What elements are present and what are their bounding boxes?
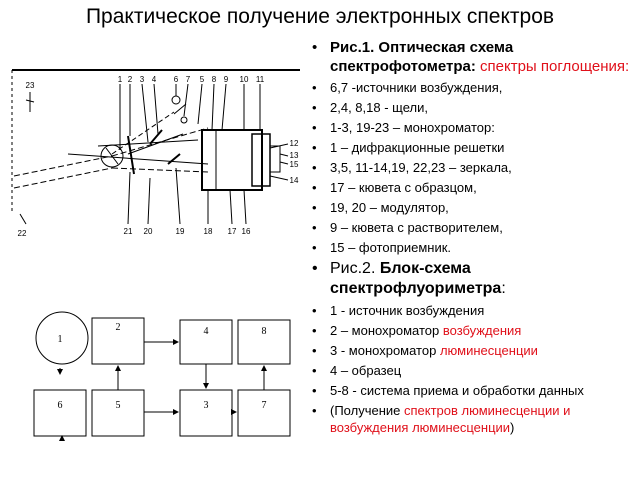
label-18: 18	[204, 227, 213, 236]
label-2: 2	[128, 75, 133, 84]
label-12: 12	[290, 139, 299, 148]
legend2-item: 4 – образец	[310, 362, 636, 379]
block-4-label: 4	[204, 326, 209, 337]
label-23: 23	[26, 81, 35, 90]
block-8	[237, 319, 291, 365]
label-16: 16	[242, 227, 251, 236]
label-8: 8	[212, 75, 217, 84]
fig1-caption: Рис.1. Оптическая схема спектрофотометра…	[310, 38, 636, 76]
legend1-item: 1-3, 19-23 – монохроматор:	[310, 119, 636, 136]
slide-title: Практическое получение электронных спект…	[85, 5, 555, 28]
label-21: 21	[124, 227, 133, 236]
legend1-item: 6,7 -источники возбуждения,	[310, 79, 636, 96]
block-2	[91, 317, 145, 365]
block-6	[33, 389, 87, 437]
label-17: 17	[228, 227, 237, 236]
block-5	[91, 389, 145, 437]
block-8-label: 8	[262, 326, 267, 337]
description-list: Рис.1. Оптическая схема спектрофотометра…	[310, 38, 636, 439]
label-22: 22	[18, 229, 27, 238]
legend1-item: 9 – кювета с растворителем,	[310, 219, 636, 236]
label-1: 1	[118, 75, 123, 84]
label-15: 15	[290, 160, 299, 169]
label-6: 6	[174, 75, 179, 84]
legend2-item: 1 - источник возбуждения	[310, 302, 636, 319]
block-7	[237, 389, 291, 437]
label-5: 5	[200, 75, 205, 84]
block-diagram: 1 2 4 8 6 5 3 7	[33, 311, 291, 441]
label-4: 4	[152, 75, 157, 84]
legend1-item: 2,4, 8,18 - щели,	[310, 99, 636, 116]
legend2-item: 5-8 - система приема и обработки данных	[310, 382, 636, 399]
legend2-item: 2 – монохроматор возбуждения	[310, 322, 636, 339]
block-3	[179, 389, 233, 437]
label-10: 10	[240, 75, 249, 84]
block-7-label: 7	[262, 400, 267, 411]
label-20: 20	[144, 227, 153, 236]
label-3: 3	[140, 75, 145, 84]
legend1-item: 1 – дифракционные решетки	[310, 139, 636, 156]
label-11: 11	[256, 75, 265, 84]
block-3-label: 3	[204, 400, 209, 411]
legend1-item: 17 – кювета с образцом,	[310, 179, 636, 196]
legend1-item: 19, 20 – модулятор,	[310, 199, 636, 216]
fig2-caption: Рис.2. Блок-схема спектрофлуориметра:	[310, 259, 636, 299]
legend2-item: 3 - монохроматор люминесценции	[310, 342, 636, 359]
label-13: 13	[290, 151, 299, 160]
block-1-source	[35, 311, 89, 365]
label-14: 14	[290, 176, 299, 185]
block-5-label: 5	[116, 400, 121, 411]
block-2-label: 2	[116, 322, 121, 333]
legend2-item: (Получение спектров люминесценции и возб…	[310, 402, 636, 436]
label-19: 19	[176, 227, 185, 236]
label-7: 7	[186, 75, 191, 84]
block-6-label: 6	[58, 400, 63, 411]
optical-scheme-diagram: 1 2 3 4 6 7 5 8 9 10 11 23 22 21 20 19 1…	[11, 69, 300, 238]
label-9: 9	[224, 75, 229, 84]
block-1-label: 1	[58, 334, 63, 345]
legend1-item: 3,5, 11-14,19, 22,23 – зеркала,	[310, 159, 636, 176]
legend1-item: 15 – фотоприемник.	[310, 239, 636, 256]
